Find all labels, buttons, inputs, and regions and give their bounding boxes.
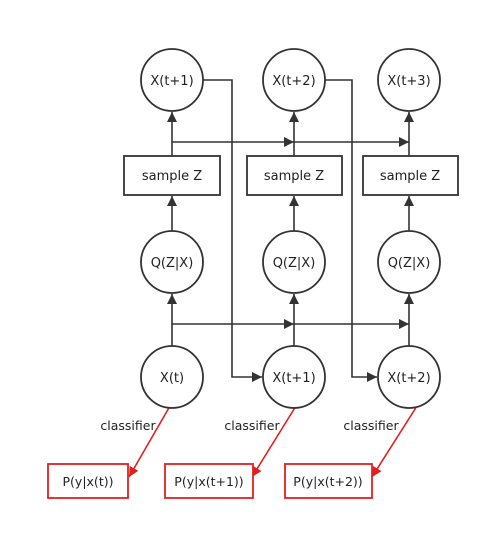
input-node-circle [140, 345, 204, 409]
output-box [284, 463, 373, 499]
future-node-label: X(t+2) [272, 74, 315, 89]
encoder-node-label: Q(Z|X) [151, 256, 194, 271]
output-box [47, 463, 129, 499]
input-node-label: X(t) [160, 371, 184, 386]
output-box-label: P(y|x(t)) [63, 474, 114, 489]
edge-future1-to-input2 [325, 79, 377, 382]
input-node-label: X(t+2) [387, 371, 430, 386]
sample-box [123, 155, 221, 196]
future-node-label: X(t+3) [387, 74, 430, 89]
sample-box [362, 155, 459, 196]
encoder-node-circle [377, 230, 441, 294]
output-box [164, 463, 254, 499]
input-node-circle [377, 345, 441, 409]
sample-box-label: sample Z [142, 169, 202, 184]
future-node-circle [262, 48, 326, 112]
encoder-node-label: Q(Z|X) [388, 256, 431, 271]
output-box-label: P(y|x(t+2)) [293, 474, 362, 489]
input-node-label: X(t+1) [272, 371, 315, 386]
classifier-arrows [128, 405, 418, 478]
future-node-label: X(t+1) [150, 74, 193, 89]
connectors [167, 79, 414, 382]
column-0: X(t+1) sample Z Q(Z|X) X(t) classifier P… [47, 48, 221, 499]
future-node-circle [377, 48, 441, 112]
classifier-arrow-0 [128, 405, 171, 478]
encoder-node-circle [140, 230, 204, 294]
encoder-node-label: Q(Z|X) [273, 256, 316, 271]
sample-box [246, 155, 343, 196]
classifier-arrow-2 [371, 405, 418, 478]
edge-future0-to-input1 [203, 79, 262, 382]
column-1: X(t+2) sample Z Q(Z|X) X(t+1) classifier… [164, 48, 343, 499]
future-node-circle [140, 48, 204, 112]
classifier-label: classifier [100, 418, 156, 433]
classifier-label: classifier [224, 418, 280, 433]
encoder-node-circle [262, 230, 326, 294]
input-node-circle [262, 345, 326, 409]
column-2: X(t+3) sample Z Q(Z|X) X(t+2) classifier… [284, 48, 459, 499]
classifier-label: classifier [343, 418, 399, 433]
output-box-label: P(y|x(t+1)) [174, 474, 243, 489]
sample-box-label: sample Z [380, 169, 440, 184]
classifier-arrow-1 [251, 405, 297, 478]
sample-box-label: sample Z [264, 169, 324, 184]
